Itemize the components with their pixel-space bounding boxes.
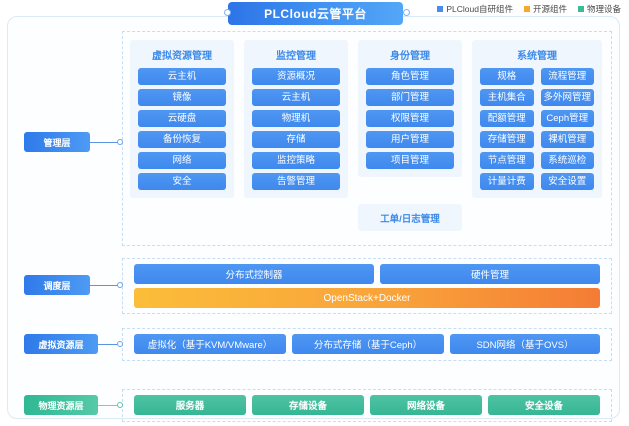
column-title-identity-management: 身份管理 bbox=[390, 51, 430, 62]
item-monitor-3[interactable]: 存储 bbox=[252, 131, 340, 148]
connector-line-virtual-resource bbox=[98, 344, 118, 345]
item-system-left-3[interactable]: 存储管理 bbox=[480, 131, 534, 148]
legend-label-opensource: 开源组件 bbox=[532, 4, 567, 14]
connector-line-management bbox=[90, 142, 118, 143]
phys-box-security-device[interactable]: 安全设备 bbox=[488, 395, 600, 415]
legend-swatch-opensource bbox=[523, 6, 530, 12]
item-system-left-2[interactable]: 配额管理 bbox=[480, 110, 534, 127]
column-title-system-management: 系统管理 bbox=[517, 51, 557, 62]
system-management-right-column: 流程管理 多外网管理 Ceph管理 裸机管理 系统巡检 安全设置 bbox=[540, 68, 594, 190]
scheduling-box-distributed-controller[interactable]: 分布式控制器 bbox=[134, 264, 374, 284]
item-monitor-2[interactable]: 物理机 bbox=[252, 110, 340, 127]
item-virtual-3[interactable]: 备份恢复 bbox=[138, 131, 226, 148]
item-system-left-5[interactable]: 计量计费 bbox=[480, 173, 534, 190]
scheduling-bar-openstack-docker[interactable]: OpenStack+Docker bbox=[134, 288, 600, 308]
phys-box-storage-device[interactable]: 存储设备 bbox=[252, 395, 364, 415]
item-identity-2[interactable]: 权限管理 bbox=[366, 110, 454, 127]
management-layer-columns: 虚拟资源管理 云主机 镜像 云硬盘 备份恢复 网络 安全 监控管理 资源概况 云… bbox=[122, 36, 612, 244]
scheduling-box-hardware-management[interactable]: 硬件管理 bbox=[380, 264, 600, 284]
column-title-monitoring-management: 监控管理 bbox=[276, 51, 316, 62]
legend-item-proprietary: PLCloud自研组件 bbox=[437, 3, 513, 15]
layer-badge-virtual-resource[interactable]: 虚拟资源层 bbox=[24, 334, 98, 354]
item-system-right-0[interactable]: 流程管理 bbox=[540, 68, 594, 85]
virt-box-virtualization[interactable]: 虚拟化（基于KVM/VMware） bbox=[134, 334, 286, 354]
legend-item-opensource: 开源组件 bbox=[523, 3, 567, 15]
item-system-right-3[interactable]: 裸机管理 bbox=[540, 131, 594, 148]
item-virtual-0[interactable]: 云主机 bbox=[138, 68, 226, 85]
legend-item-physical: 物理设备 bbox=[577, 3, 621, 15]
column-monitoring-management: 监控管理 资源概况 云主机 物理机 存储 监控策略 告警管理 bbox=[244, 40, 348, 198]
item-monitor-0[interactable]: 资源概况 bbox=[252, 68, 340, 85]
legend-swatch-proprietary bbox=[437, 6, 444, 12]
legend-swatch-physical bbox=[577, 6, 584, 12]
layer-badge-management[interactable]: 管理层 bbox=[24, 132, 90, 152]
item-virtual-5[interactable]: 安全 bbox=[138, 173, 226, 190]
item-system-left-1[interactable]: 主机集合 bbox=[480, 89, 534, 106]
item-monitor-1[interactable]: 云主机 bbox=[252, 89, 340, 106]
item-identity-1[interactable]: 部门管理 bbox=[366, 89, 454, 106]
item-system-right-5[interactable]: 安全设置 bbox=[540, 173, 594, 190]
title-connector-dot-right bbox=[403, 9, 410, 16]
connector-dot-scheduling bbox=[117, 282, 123, 288]
item-identity-0[interactable]: 角色管理 bbox=[366, 68, 454, 85]
column-title-virtual-resource-management: 虚拟资源管理 bbox=[152, 51, 212, 62]
item-virtual-4[interactable]: 网络 bbox=[138, 152, 226, 169]
virt-box-distributed-storage[interactable]: 分布式存储（基于Ceph） bbox=[292, 334, 444, 354]
item-virtual-1[interactable]: 镜像 bbox=[138, 89, 226, 106]
connector-dot-management bbox=[117, 139, 123, 145]
item-system-right-1[interactable]: 多外网管理 bbox=[540, 89, 594, 106]
layer-badge-physical-resource[interactable]: 物理资源层 bbox=[24, 395, 98, 415]
virt-box-sdn-network[interactable]: SDN网络（基于OVS） bbox=[450, 334, 600, 354]
system-management-left-column: 规格 主机集合 配额管理 存储管理 节点管理 计量计费 bbox=[480, 68, 534, 190]
layer-badge-scheduling[interactable]: 调度层 bbox=[24, 275, 90, 295]
phys-box-server[interactable]: 服务器 bbox=[134, 395, 246, 415]
connector-line-physical-resource bbox=[98, 405, 118, 406]
title-connector-dot-left bbox=[224, 9, 231, 16]
item-identity-4[interactable]: 项目管理 bbox=[366, 152, 454, 169]
column-virtual-resource-management: 虚拟资源管理 云主机 镜像 云硬盘 备份恢复 网络 安全 bbox=[130, 40, 234, 198]
item-system-left-0[interactable]: 规格 bbox=[480, 68, 534, 85]
item-virtual-2[interactable]: 云硬盘 bbox=[138, 110, 226, 127]
item-monitor-5[interactable]: 告警管理 bbox=[252, 173, 340, 190]
item-system-left-4[interactable]: 节点管理 bbox=[480, 152, 534, 169]
legend: PLCloud自研组件 开源组件 物理设备 bbox=[437, 3, 621, 15]
ticket-log-management-panel[interactable]: 工单/日志管理 bbox=[358, 204, 462, 231]
item-identity-3[interactable]: 用户管理 bbox=[366, 131, 454, 148]
legend-label-physical: 物理设备 bbox=[586, 4, 621, 14]
item-monitor-4[interactable]: 监控策略 bbox=[252, 152, 340, 169]
item-system-right-2[interactable]: Ceph管理 bbox=[540, 110, 594, 127]
item-system-right-4[interactable]: 系统巡检 bbox=[540, 152, 594, 169]
connector-line-scheduling bbox=[90, 285, 118, 286]
connector-dot-virtual-resource bbox=[117, 341, 123, 347]
legend-label-proprietary: PLCloud自研组件 bbox=[446, 4, 513, 14]
column-identity-management: 身份管理 角色管理 部门管理 权限管理 用户管理 项目管理 bbox=[358, 40, 462, 177]
page-title: PLCloud云管平台 bbox=[228, 2, 403, 25]
connector-dot-physical-resource bbox=[117, 402, 123, 408]
management-layer-region bbox=[122, 31, 612, 246]
phys-box-network-device[interactable]: 网络设备 bbox=[370, 395, 482, 415]
column-system-management: 系统管理 规格 主机集合 配额管理 存储管理 节点管理 计量计费 流程管理 多外… bbox=[472, 40, 602, 198]
